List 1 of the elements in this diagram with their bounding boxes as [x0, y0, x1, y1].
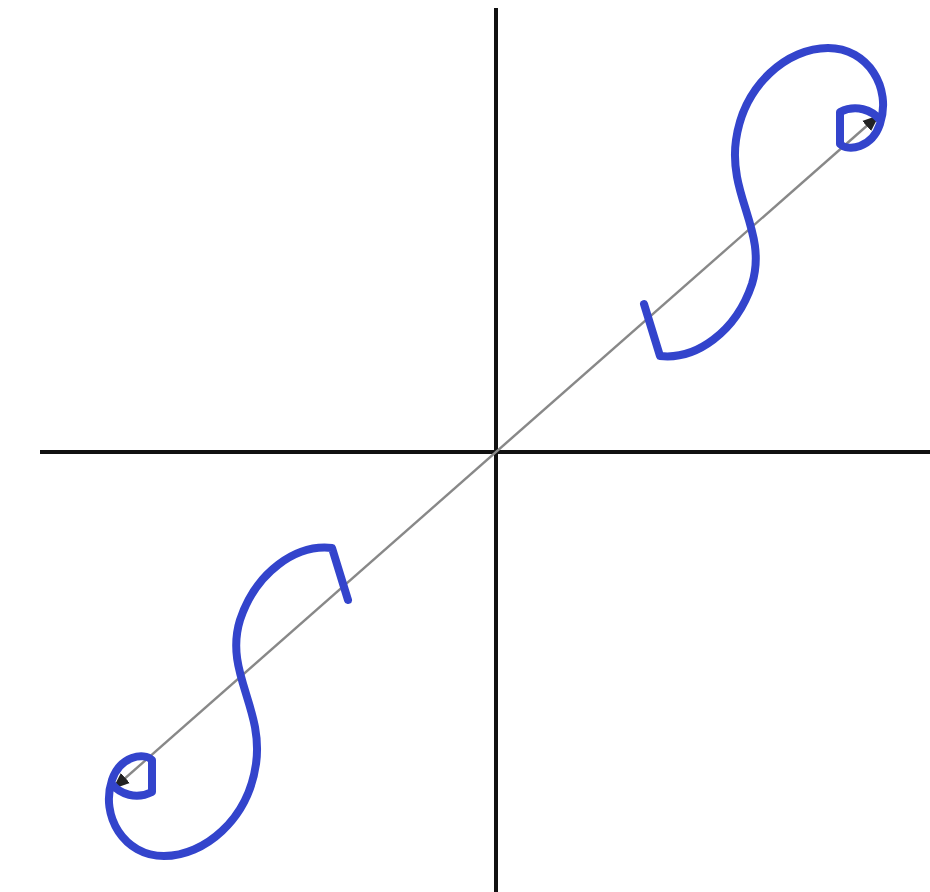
double-arrow — [112, 114, 880, 790]
